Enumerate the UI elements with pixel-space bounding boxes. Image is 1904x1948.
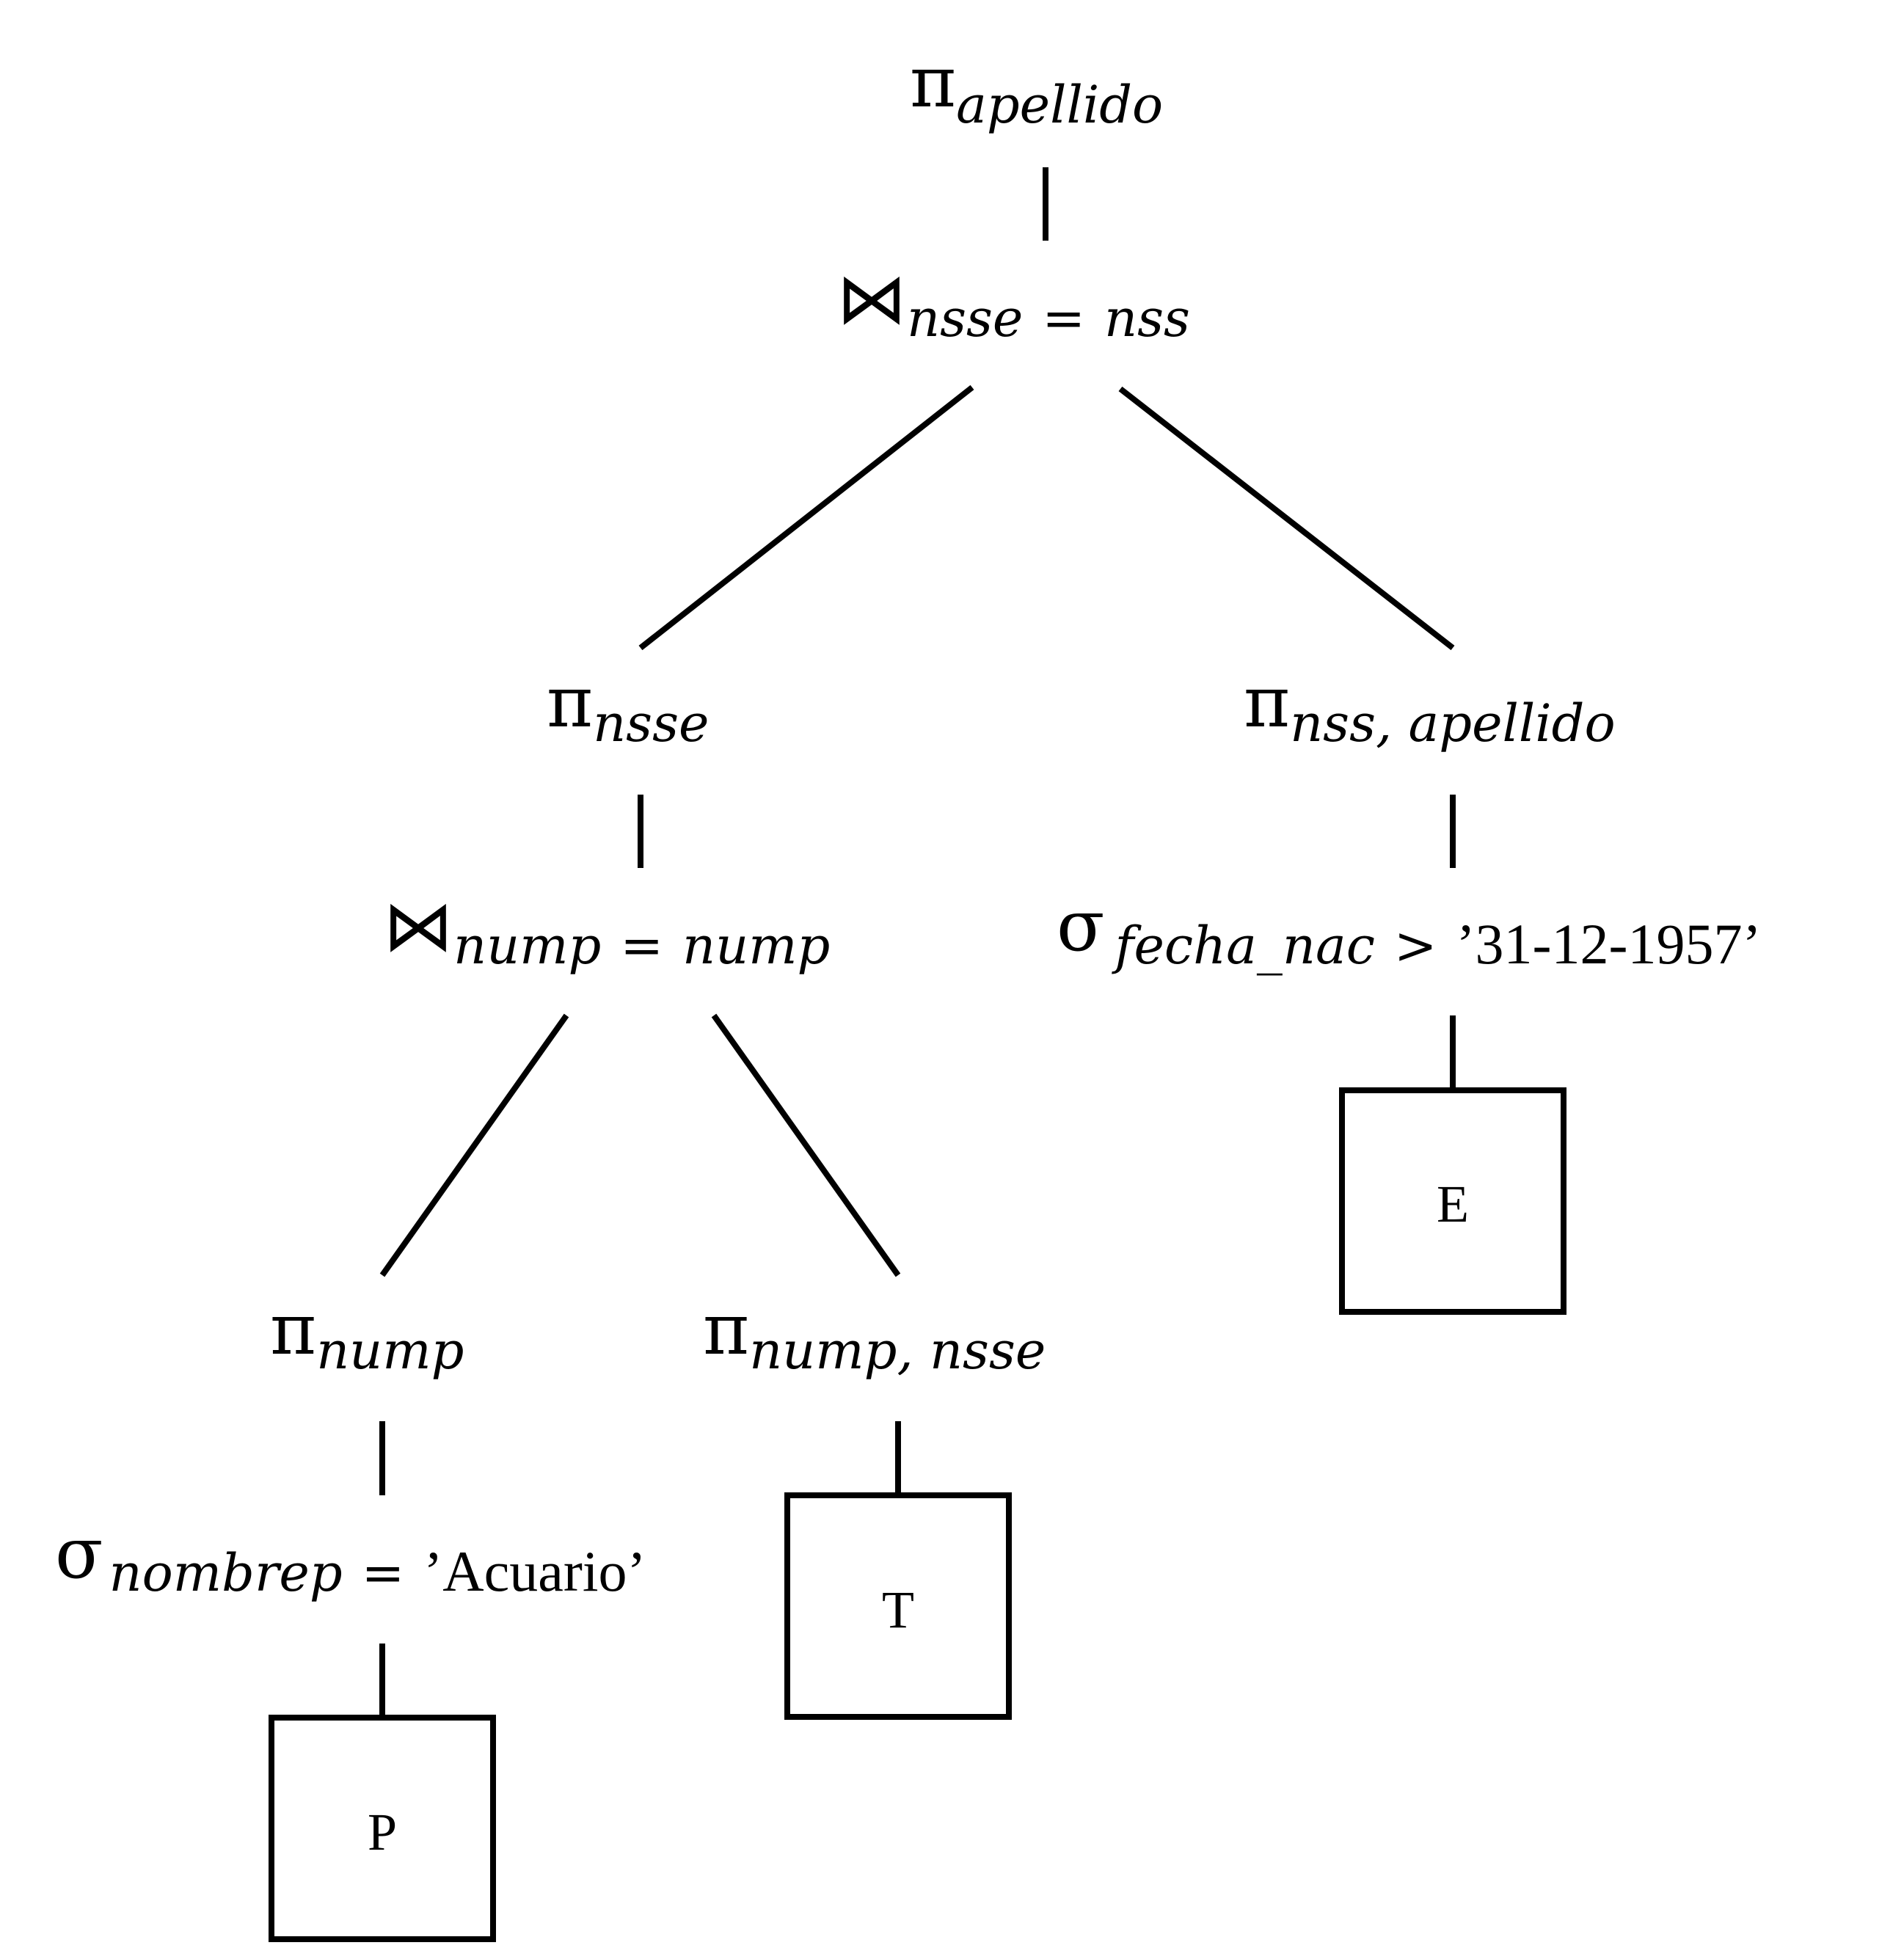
left-selection-value: ’Acuario’ — [423, 1539, 646, 1603]
pi-symbol: π — [1244, 661, 1290, 743]
left-projection-subscript: nsse — [593, 693, 709, 754]
join-symbol: ⋈ — [383, 885, 453, 967]
right-selection-operator: > — [1394, 916, 1437, 976]
edge-inner-join-to-nump-projection — [379, 1013, 569, 1277]
sigma-symbol: σ — [1057, 885, 1105, 967]
leaf-box-e — [1339, 1087, 1566, 1315]
sigma-symbol: σ — [55, 1512, 103, 1594]
edge-inner-join-to-nump-nsse-projection — [711, 1013, 901, 1277]
leaf-box-p — [269, 1715, 496, 1942]
inner-join-right-attr: nump — [682, 916, 830, 976]
pi-symbol: π — [547, 661, 593, 743]
leaf-box-t — [784, 1492, 1012, 1720]
nump-projection-subscript: nump — [316, 1321, 464, 1381]
top-join-node: ⋈nsse = nss — [836, 258, 1190, 349]
pi-symbol: π — [703, 1288, 749, 1371]
nump-nsse-projection-node: πnump, nsse — [703, 1288, 1046, 1381]
inner-join-left-attr: nump — [453, 916, 601, 976]
nump-projection-node: πnump — [270, 1288, 464, 1381]
inner-join-node: ⋈nump=nump — [383, 885, 830, 976]
pi-symbol: π — [270, 1288, 316, 1371]
right-projection-subscript: nss, apellido — [1290, 693, 1616, 754]
leaf-label-p: P — [368, 1803, 397, 1861]
right-selection-attr: fecha_nac — [1112, 916, 1375, 976]
join-symbol: ⋈ — [836, 258, 907, 340]
pi-symbol: π — [910, 41, 956, 123]
right-projection-node: πnss, apellido — [1244, 661, 1616, 754]
leaf-label-t: T — [882, 1580, 914, 1639]
edge-top-join-to-left-projection — [638, 384, 974, 651]
left-projection-node: πnsse — [547, 661, 709, 754]
left-selection-operator: = — [362, 1543, 405, 1603]
top-join-right-attr: nss — [1104, 288, 1190, 349]
root-projection-node: πapellido — [910, 41, 1163, 135]
nump-nsse-projection-subscript: nump, nsse — [749, 1321, 1046, 1381]
leaf-label-e: E — [1437, 1175, 1469, 1233]
left-selection-attr: nombrep — [109, 1543, 343, 1603]
root-projection-subscript: apellido — [956, 75, 1163, 135]
edge-top-join-to-right-projection — [1118, 386, 1455, 651]
top-join-operator: = — [1042, 288, 1085, 349]
top-join-left-attr: nsse — [907, 288, 1023, 349]
right-selection-value: ’31-12-1957’ — [1456, 912, 1762, 976]
inner-join-operator: = — [620, 916, 663, 976]
